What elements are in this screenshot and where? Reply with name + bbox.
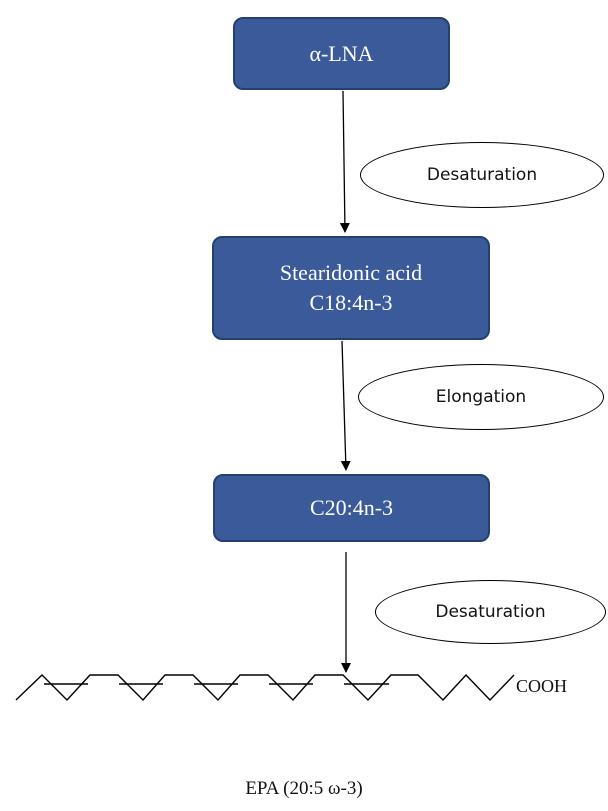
node-c20: C20:4n-3 [213, 474, 490, 542]
step-label: Desaturation [435, 602, 546, 622]
node-label: C20:4n-3 [309, 495, 394, 521]
step-label: Elongation [435, 387, 527, 407]
step-elongation: Elongation [358, 364, 604, 430]
step-label: Desaturation [426, 165, 538, 185]
product-caption: EPA (20:5 ω-3) [245, 778, 363, 799]
step-desaturation-2: Desaturation [375, 580, 606, 644]
step-desaturation-1: Desaturation [360, 142, 604, 208]
arrow-1 [339, 90, 350, 233]
node-label: Stearidonic acid [279, 260, 423, 286]
node-label: α-LNA [309, 40, 374, 66]
epa-skeletal-structure [15, 673, 515, 702]
node-formula: C18:4n-3 [309, 290, 393, 315]
carboxyl-group-label: COOH [516, 676, 568, 696]
arrow-2 [340, 340, 351, 471]
node-alpha-lna: α-LNA [233, 17, 450, 90]
node-stearidonic-acid: Stearidonic acid C18:4n-3 [212, 236, 490, 340]
